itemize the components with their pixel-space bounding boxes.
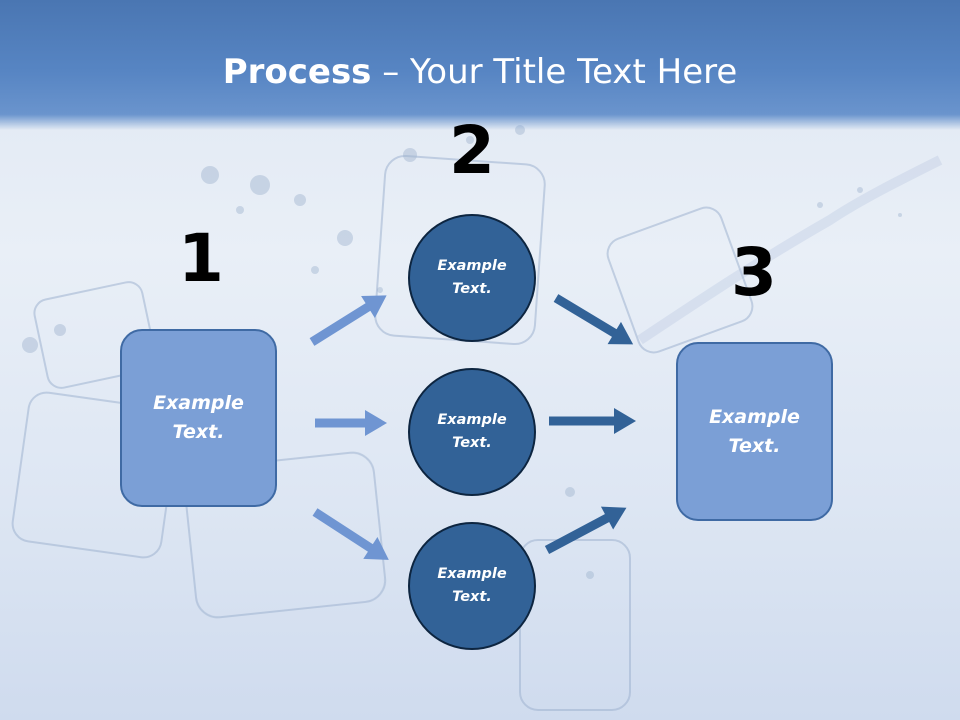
box-left: Example Text. — [120, 329, 277, 507]
circle-bottom-line1: Example — [437, 566, 507, 582]
arrow-left-to-top — [309, 295, 387, 346]
circle-middle-line2: Text. — [452, 435, 492, 451]
box-right-line1: Example — [709, 405, 800, 428]
step-number-1: 1 — [178, 220, 224, 297]
box-right: Example Text. — [676, 342, 833, 521]
circle-top-line2: Text. — [452, 281, 492, 297]
box-left-line1: Example — [153, 392, 244, 414]
arrow-middle-to-right — [549, 408, 636, 434]
arrow-bottom-to-right — [544, 506, 627, 554]
circle-bottom-line2: Text. — [452, 589, 492, 605]
box-left-line2: Text. — [172, 421, 225, 443]
circle-top: Example Text. — [408, 214, 536, 342]
step-number-2: 2 — [449, 112, 495, 189]
step-number-3: 3 — [731, 234, 777, 311]
circle-middle: Example Text. — [408, 368, 536, 496]
box-right-line2: Text. — [728, 434, 781, 457]
title-bar — [0, 0, 960, 130]
arrow-left-to-middle — [315, 410, 387, 436]
circle-top-line1: Example — [437, 258, 507, 274]
arrow-top-to-right — [553, 294, 634, 345]
title-bold: Process — [222, 52, 372, 92]
circle-bottom: Example Text. — [408, 522, 536, 650]
arrow-left-to-bottom — [312, 508, 389, 560]
title-rest: – Your Title Text Here — [371, 52, 738, 92]
circle-middle-line1: Example — [437, 412, 507, 428]
slide-title: Process – Your Title Text Here — [0, 52, 960, 92]
